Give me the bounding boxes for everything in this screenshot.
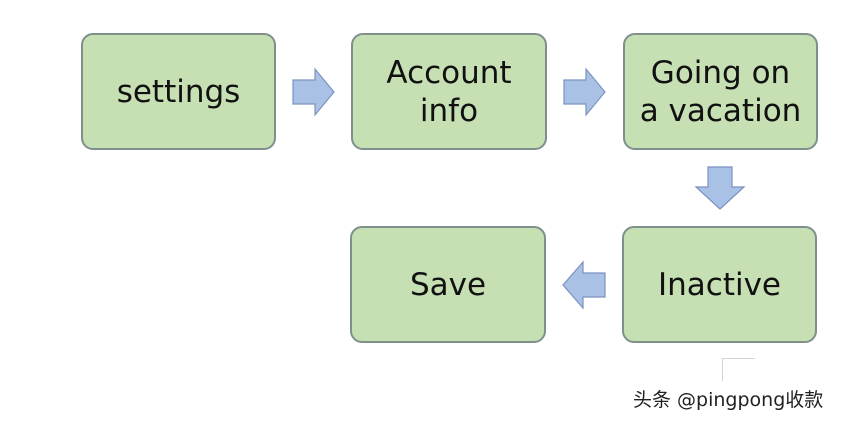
node-going-on-vacation: Going on a vacation bbox=[623, 33, 818, 150]
node-settings: settings bbox=[81, 33, 276, 150]
arrow-right-icon bbox=[292, 67, 335, 117]
arrow-down-icon bbox=[694, 166, 746, 210]
arrow-left-icon bbox=[562, 260, 606, 310]
watermark-text: 头条 @pingpong收款 bbox=[633, 389, 824, 411]
node-save: Save bbox=[350, 226, 546, 343]
watermark-corner bbox=[722, 358, 755, 381]
arrow-right-icon bbox=[563, 67, 606, 117]
node-inactive: Inactive bbox=[622, 226, 817, 343]
node-account-info: Account info bbox=[351, 33, 547, 150]
